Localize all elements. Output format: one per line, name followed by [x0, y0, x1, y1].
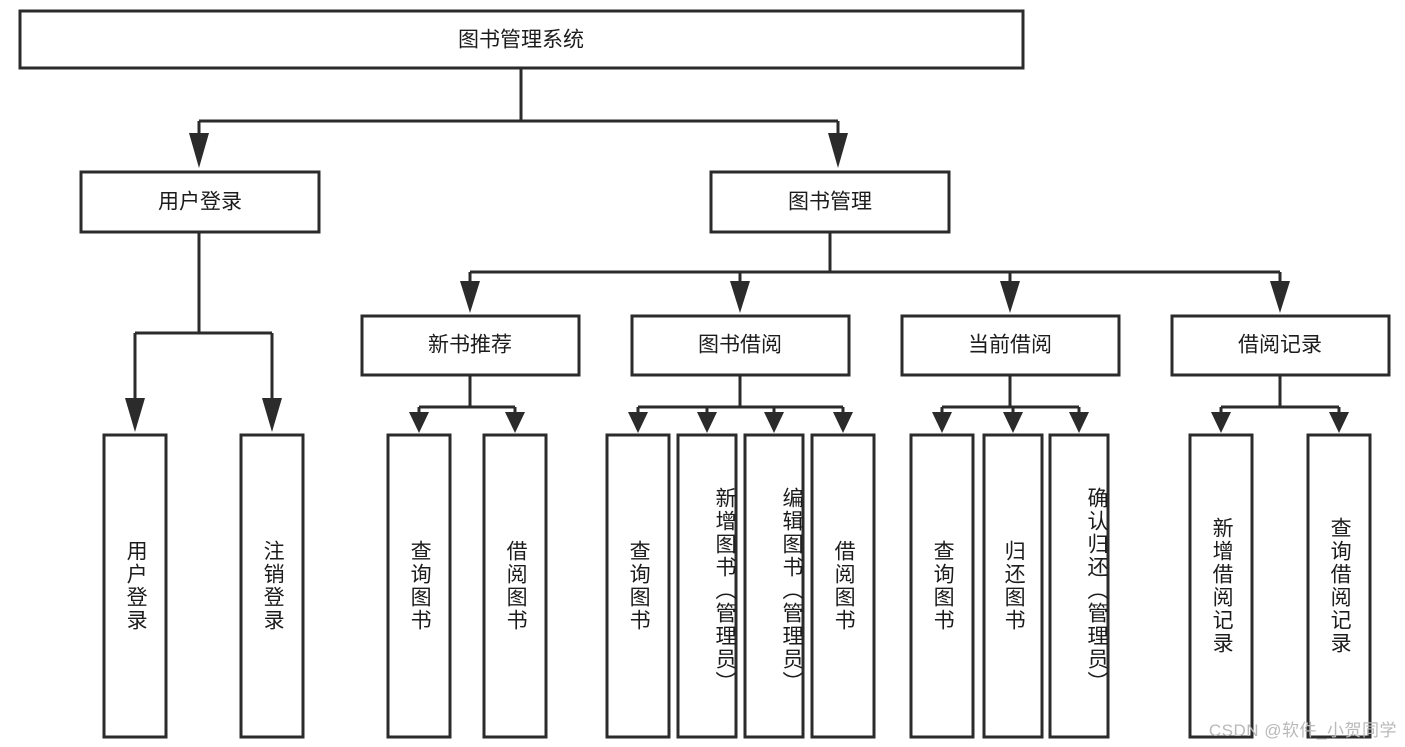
node-label-book-borrow: 图书借阅 — [698, 334, 782, 357]
arrow-head-icon — [1069, 412, 1089, 433]
arrow-head-icon — [262, 398, 282, 432]
node-label-user-login: 用户登录 — [158, 191, 242, 214]
leaf-box-query-book-2[interactable] — [605, 433, 671, 739]
arrow-head-icon — [460, 281, 480, 313]
arrow-head-icon — [697, 412, 717, 433]
node-new-book-recommend[interactable]: 新书推荐 — [360, 314, 581, 377]
arrow-head-icon — [1211, 412, 1231, 433]
arrow-head-icon — [628, 412, 648, 433]
node-label-new-book-recommend: 新书推荐 — [428, 334, 512, 357]
leaf-box-edit-book-admin[interactable] — [743, 433, 805, 739]
leaf-box-add-borrow-record[interactable] — [1188, 433, 1254, 739]
node-label-current-borrow: 当前借阅 — [968, 334, 1052, 357]
node-book-management[interactable]: 图书管理 — [709, 170, 951, 234]
arrow-head-icon — [505, 412, 525, 433]
node-label-book-management: 图书管理 — [788, 191, 872, 214]
leaf-box-query-book-3[interactable] — [909, 433, 975, 739]
connector-userlogin-to-leaves — [125, 232, 282, 432]
node-borrow-record[interactable]: 借阅记录 — [1170, 314, 1391, 377]
leaf-box-return-book[interactable] — [982, 433, 1044, 739]
leaf-box-query-borrow-record[interactable] — [1306, 433, 1372, 739]
connector-borrowrecord-to-leaves — [1211, 375, 1349, 433]
arrow-head-icon — [1000, 281, 1020, 313]
leaf-box-query-book-1[interactable] — [386, 433, 452, 739]
arrow-head-icon — [1270, 281, 1290, 313]
arrow-head-icon — [1003, 412, 1023, 433]
connector-root-to-level2 — [189, 68, 848, 168]
connector-bookmgmt-to-level3 — [460, 232, 1290, 313]
leaf-box-add-book-admin[interactable] — [676, 433, 738, 739]
arrow-head-icon — [189, 133, 209, 168]
node-book-borrow[interactable]: 图书借阅 — [630, 314, 851, 377]
leaf-box-user-login[interactable] — [102, 433, 168, 739]
node-current-borrow[interactable]: 当前借阅 — [900, 314, 1121, 377]
arrow-head-icon — [932, 412, 952, 433]
leaf-box-borrow-book-2[interactable] — [810, 433, 876, 739]
connector-newbook-to-leaves — [409, 375, 525, 433]
connector-bookborrow-to-leaves — [628, 375, 853, 433]
connector-currentborrow-to-leaves — [932, 375, 1089, 433]
arrow-head-icon — [125, 398, 145, 432]
leaf-box-borrow-book-1[interactable] — [482, 433, 548, 739]
arrow-head-icon — [764, 412, 784, 433]
arrow-head-icon — [1329, 412, 1349, 433]
arrow-head-icon — [828, 133, 848, 168]
node-label-borrow-record: 借阅记录 — [1238, 334, 1322, 357]
arrow-head-icon — [833, 412, 853, 433]
leaf-box-confirm-return-admin[interactable] — [1048, 433, 1110, 739]
leaf-box-logout-login[interactable] — [239, 433, 305, 739]
node-book-management-system[interactable]: 图书管理系统 — [18, 9, 1025, 70]
csdn-watermark: CSDN @软件_小贺同学 — [1208, 721, 1397, 740]
node-label-root: 图书管理系统 — [458, 29, 584, 52]
arrow-head-icon — [409, 412, 429, 433]
arrow-head-icon — [730, 281, 750, 313]
node-user-login[interactable]: 用户登录 — [79, 170, 321, 234]
